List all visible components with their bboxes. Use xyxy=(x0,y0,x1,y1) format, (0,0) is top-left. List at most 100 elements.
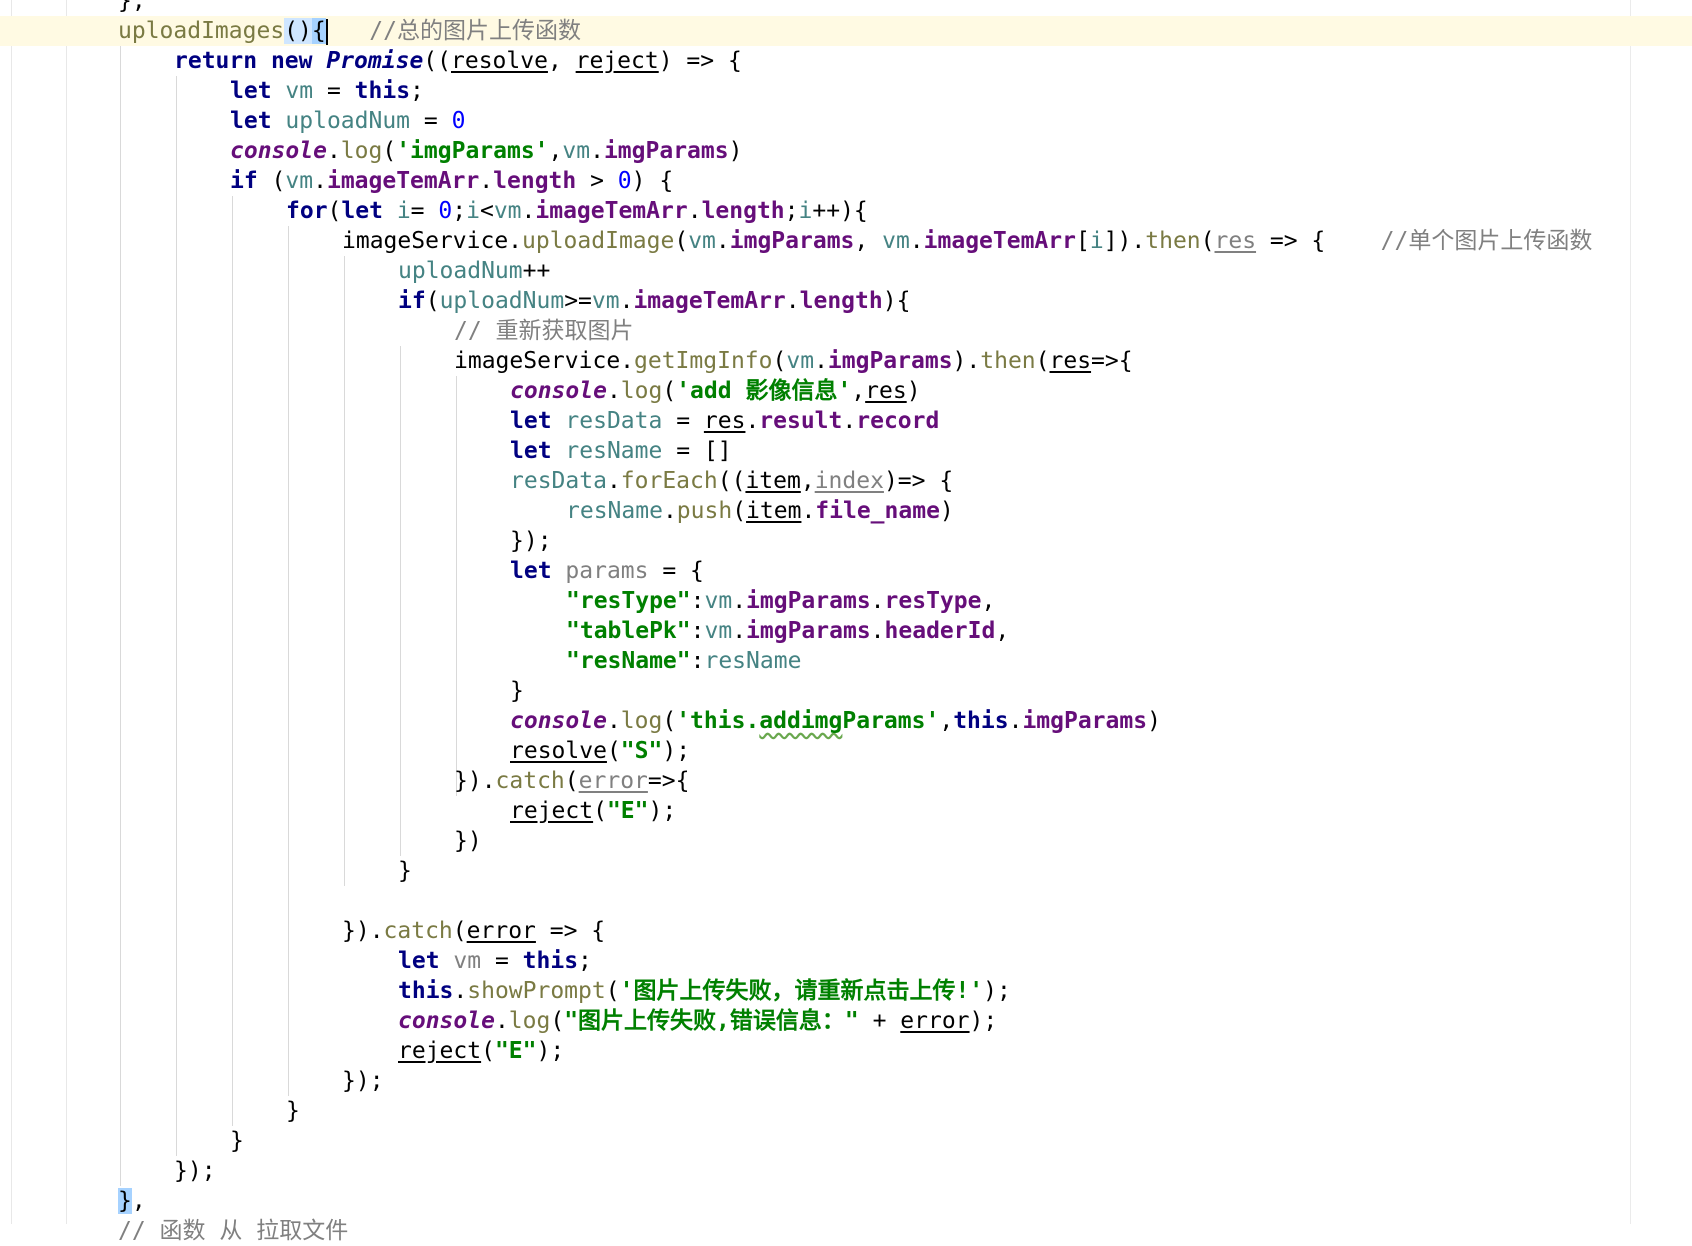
code-token: }); xyxy=(174,1158,216,1184)
code-token: uploadNum xyxy=(285,108,411,134)
code-line[interactable]: uploadNum++ xyxy=(398,256,550,286)
code-line[interactable]: console.log("图片上传失败,错误信息：" + error); xyxy=(398,1006,997,1036)
code-token: ( xyxy=(550,1008,565,1034)
code-token: ( xyxy=(452,918,467,944)
code-token: ++){ xyxy=(812,198,868,224)
code-line[interactable]: if(uploadNum>=vm.imageTemArr.length){ xyxy=(398,286,910,316)
code-token: = xyxy=(410,198,439,224)
code-token: 'add 影像信息' xyxy=(676,378,852,404)
code-line[interactable]: } xyxy=(398,856,412,886)
code-token: this xyxy=(953,708,1009,734)
indent-guide xyxy=(120,46,121,1186)
code-line[interactable]: "tablePk":vm.imgParams.headerId, xyxy=(566,616,1009,646)
code-token: (( xyxy=(423,48,451,74)
code-line[interactable]: "resType":vm.imgParams.resType, xyxy=(566,586,995,616)
code-token: res xyxy=(1049,348,1092,374)
code-line[interactable]: }).catch(error=>{ xyxy=(454,766,689,796)
code-token: ( xyxy=(425,288,440,314)
code-line[interactable]: let resName = [] xyxy=(510,436,732,466)
code-line[interactable]: if (vm.imageTemArr.length > 0) { xyxy=(230,166,673,196)
code-token: resType xyxy=(884,588,982,614)
code-token: console xyxy=(230,138,327,164)
code-line[interactable]: let resData = res.result.record xyxy=(510,406,939,436)
code-token: . xyxy=(494,1008,509,1034)
code-token: reject xyxy=(575,48,659,74)
code-line[interactable]: for(let i= 0;i<vm.imageTemArr.length;i++… xyxy=(286,196,868,226)
code-token: 0 xyxy=(451,108,466,134)
code-token: imgParams xyxy=(603,138,729,164)
indent-guide xyxy=(400,346,401,856)
code-token: error xyxy=(578,768,648,794)
code-line[interactable]: console.log('imgParams',vm.imgParams) xyxy=(230,136,742,166)
code-line[interactable]: return new Promise((resolve, reject) => … xyxy=(174,46,742,76)
code-token xyxy=(272,108,286,134)
code-token: let xyxy=(341,198,383,224)
code-token: ){ xyxy=(882,288,911,314)
code-line[interactable]: let vm = this; xyxy=(398,946,592,976)
code-token: . xyxy=(732,618,747,644)
code-token: new xyxy=(270,48,313,74)
code-token: . xyxy=(326,138,341,164)
code-token: showPrompt xyxy=(467,978,606,1004)
code-line[interactable]: uploadImages(){ //总的图片上传函数 xyxy=(118,16,581,46)
code-token: imgParams xyxy=(1022,708,1148,734)
code-token: ; xyxy=(784,198,799,224)
code-token: error xyxy=(466,918,536,944)
code-token: > xyxy=(576,168,618,194)
code-token: reject xyxy=(398,1038,482,1064)
code-token: } xyxy=(118,1188,132,1214)
code-line[interactable]: let uploadNum = 0 xyxy=(230,106,465,136)
indent-guide xyxy=(288,226,289,1096)
code-token: . xyxy=(870,588,885,614)
code-line[interactable]: } xyxy=(510,676,524,706)
code-line[interactable]: resolve("S"); xyxy=(510,736,690,766)
code-line[interactable]: imageService.getImgInfo(vm.imgParams).th… xyxy=(454,346,1133,376)
code-token: ) => { xyxy=(658,48,742,74)
code-token: ( xyxy=(1035,348,1050,374)
code-line[interactable]: } xyxy=(230,1126,244,1156)
code-line[interactable]: }, xyxy=(118,1186,146,1216)
code-line[interactable]: }); xyxy=(174,1156,216,1186)
code-token: params xyxy=(565,558,649,584)
code-token: (( xyxy=(717,468,746,494)
code-token: ( xyxy=(564,768,579,794)
code-token xyxy=(552,558,566,584)
code-line[interactable]: reject("E"); xyxy=(398,1036,564,1066)
code-line[interactable]: let params = { xyxy=(510,556,704,586)
code-token: ; xyxy=(578,948,592,974)
code-token: ) xyxy=(939,498,954,524)
code-line[interactable]: }, xyxy=(118,0,146,16)
code-token: : xyxy=(690,648,705,674)
code-token: if xyxy=(398,288,426,314)
code-token: . xyxy=(619,288,634,314)
code-line[interactable]: }) xyxy=(454,826,482,856)
code-line[interactable]: console.log('add 影像信息',res) xyxy=(510,376,921,406)
code-token: . xyxy=(715,228,730,254)
code-token: ); xyxy=(648,798,677,824)
code-line[interactable]: resName.push(item.file_name) xyxy=(566,496,954,526)
code-token: console xyxy=(510,708,607,734)
code-line[interactable]: "resName":resName xyxy=(566,646,801,676)
code-line[interactable]: }); xyxy=(510,526,552,556)
code-token: "E" xyxy=(494,1038,537,1064)
gutter-separator xyxy=(11,0,12,1224)
code-token: this xyxy=(398,978,454,1004)
code-line[interactable]: // 函数 从 拉取文件 xyxy=(118,1216,348,1246)
code-token xyxy=(440,948,454,974)
code-line[interactable]: this.showPrompt('图片上传失败，请重新点击上传!'); xyxy=(398,976,1011,1006)
code-line[interactable]: let vm = this; xyxy=(230,76,424,106)
code-line[interactable]: }); xyxy=(342,1066,384,1096)
code-line[interactable]: imageService.uploadImage(vm.imgParams, v… xyxy=(342,226,1592,256)
code-token: }, xyxy=(118,0,146,14)
code-line[interactable]: resData.forEach((item,index)=> { xyxy=(510,466,953,496)
code-line[interactable]: }).catch(error => { xyxy=(342,916,605,946)
code-token: = [] xyxy=(662,438,732,464)
code-token: "E" xyxy=(606,798,649,824)
text-caret xyxy=(325,18,328,45)
code-line[interactable]: reject("E"); xyxy=(510,796,676,826)
code-line[interactable]: console.log('this.addimgParams',this.img… xyxy=(510,706,1161,736)
code-line[interactable]: // 重新获取图片 xyxy=(454,316,634,346)
code-token: log xyxy=(340,138,383,164)
code-line[interactable]: } xyxy=(286,1096,300,1126)
